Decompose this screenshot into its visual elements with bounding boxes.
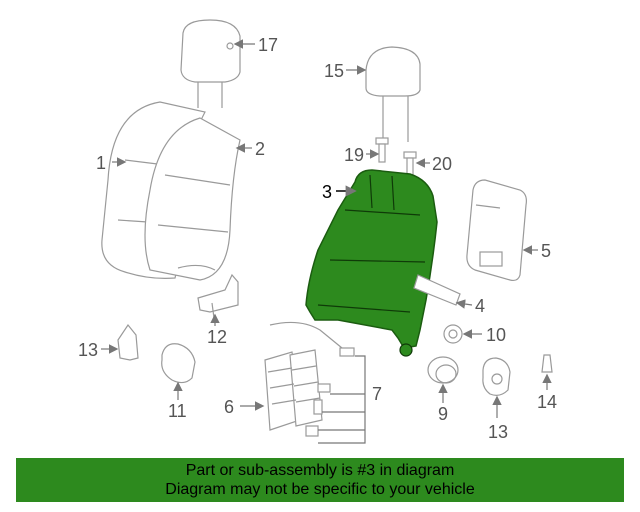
callout-9: 9: [438, 404, 448, 424]
dial-9[interactable]: [427, 356, 459, 384]
bracket-14[interactable]: [117, 323, 139, 361]
callout-2: 2: [255, 139, 265, 159]
headrest-17[interactable]: [365, 46, 421, 142]
callout-20: 20: [432, 154, 452, 174]
callout-11: 13: [488, 422, 508, 442]
callout-4: 4: [475, 296, 485, 316]
bracket-13[interactable]: [197, 273, 239, 319]
seatback-pad-2[interactable]: [144, 117, 241, 281]
cover-12[interactable]: [161, 343, 196, 384]
callout-14: 13: [78, 340, 98, 360]
guide-19[interactable]: [375, 137, 389, 163]
banner-line-1: Part or sub-assembly is #3 in diagram: [185, 462, 455, 479]
clip-15[interactable]: [541, 354, 553, 373]
callout-17: 15: [324, 61, 344, 81]
callout-10: 10: [486, 325, 506, 345]
banner-line-2: Diagram may not be specific to your vehi…: [165, 481, 475, 498]
callout-6: 6: [224, 397, 234, 417]
info-banner: Part or sub-assembly is #3 in diagram Di…: [16, 458, 624, 502]
seatback-frame-3[interactable]: [305, 169, 438, 357]
callout-18: 17: [258, 35, 278, 55]
callout-3: 3: [322, 182, 332, 202]
lumbar-6[interactable]: [264, 321, 343, 431]
callout-15: 14: [537, 392, 557, 412]
headrest-18[interactable]: [180, 19, 241, 108]
callout-7: 7: [372, 384, 382, 404]
callout-1: 1: [96, 153, 106, 173]
cap-11[interactable]: [482, 357, 511, 396]
parts-diagram: 17 15 19 20 1 2 3 5 4 10 9 13 14 13 11 1…: [78, 19, 557, 444]
hardware-7[interactable]: [305, 347, 366, 444]
callout-5: 5: [541, 241, 551, 261]
leader-lines: [101, 39, 552, 418]
knob-10[interactable]: [443, 324, 463, 344]
callout-19: 19: [344, 145, 364, 165]
back-panel-5[interactable]: [466, 179, 527, 282]
callout-12: 11: [168, 401, 187, 421]
callout-labels: 17 15 19 20 1 2 3 5 4 10 9 13 14 13 11 1…: [78, 35, 557, 442]
callout-13: 12: [207, 327, 227, 347]
